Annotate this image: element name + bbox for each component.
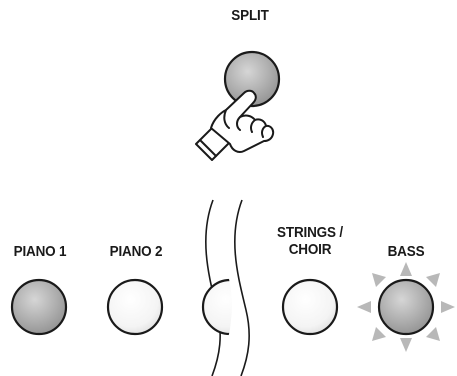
bass-button[interactable]	[377, 278, 435, 336]
strings-choir-label-line1: STRINGS /	[277, 224, 343, 241]
glow-ray-icon	[357, 262, 455, 352]
bass-label: BASS	[387, 243, 425, 260]
piano2-label: PIANO 2	[109, 243, 163, 260]
piano2-button[interactable]	[106, 278, 164, 336]
strings-choir-label-line2: CHOIR	[288, 241, 332, 258]
hand-pointer-icon	[195, 89, 275, 161]
piano1-label: PIANO 1	[13, 243, 67, 260]
split-label: SPLIT	[231, 7, 269, 24]
split-button[interactable]	[223, 50, 281, 108]
piano1-button[interactable]	[10, 278, 68, 336]
strings-choir-button[interactable]	[281, 278, 339, 336]
